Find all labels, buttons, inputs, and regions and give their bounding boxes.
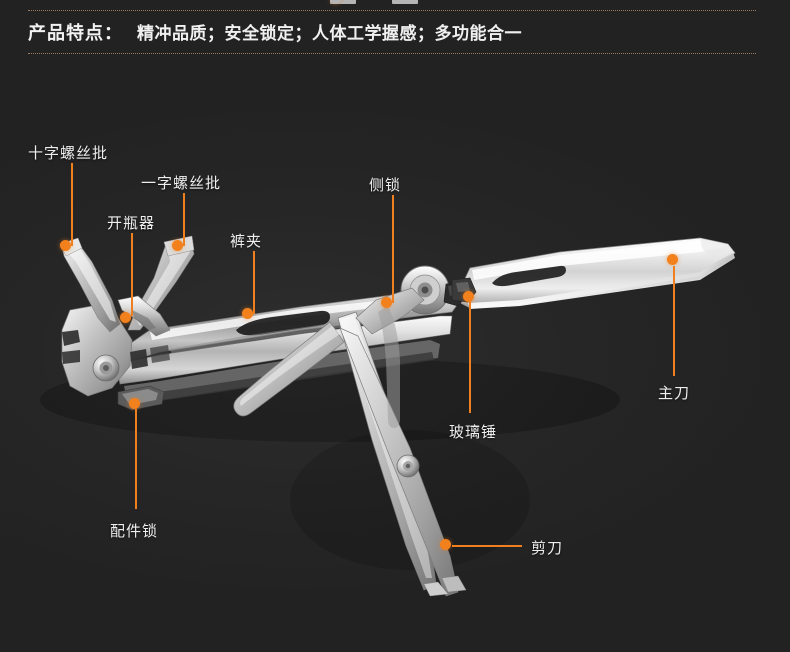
feature-banner-title: 产品特点：: [28, 23, 123, 43]
callout-label-side-lock: 侧锁: [369, 177, 402, 194]
callout-label-phillips-screwdriver: 十字螺丝批: [28, 145, 109, 162]
cut-icon-bar-2: [392, 0, 418, 4]
callout-dot-main-blade: [667, 254, 678, 265]
leader-line-belt-clip: [253, 251, 255, 314]
callout-dot-glass-breaker: [463, 291, 474, 302]
scissors-graphic: [233, 287, 467, 597]
flathead-screwdriver-graphic: [127, 235, 195, 331]
callout-dot-belt-clip: [242, 308, 253, 319]
cut-icon-circle: [330, 0, 341, 4]
callout-label-flathead-screwdriver: 一字螺丝批: [141, 175, 222, 192]
callout-label-accessory-lock: 配件锁: [110, 523, 159, 540]
callout-label-scissors: 剪刀: [531, 540, 564, 557]
side-lock-graphic: [400, 265, 467, 315]
leader-line-bottle-opener: [131, 233, 133, 316]
cut-off-header-icons: [330, 0, 530, 4]
callout-dot-phillips-screwdriver: [60, 240, 71, 251]
phillips-screwdriver-graphic: [59, 237, 121, 333]
plier-head-graphic: [61, 305, 170, 397]
callout-label-bottle-opener: 开瓶器: [107, 215, 156, 232]
leader-line-phillips-screwdriver: [71, 163, 73, 246]
leader-line-glass-breaker: [469, 300, 471, 413]
cut-icon-bar-1: [330, 0, 356, 4]
accessory-lock-graphic: [117, 385, 165, 411]
leader-line-accessory-lock: [135, 409, 137, 509]
main-blade-graphic: [454, 237, 736, 309]
callout-label-glass-breaker: 玻璃锤: [449, 424, 498, 441]
callout-dot-accessory-lock: [129, 398, 140, 409]
feature-banner: 产品特点： 精冲品质；安全锁定；人体工学握感；多功能合一: [28, 10, 756, 54]
leader-line-main-blade: [673, 266, 675, 376]
callout-dot-scissors: [440, 539, 451, 550]
callout-label-main-blade: 主刀: [658, 385, 691, 402]
leader-line-side-lock: [392, 195, 394, 303]
callout-dot-side-lock: [381, 297, 392, 308]
feature-banner-text: 精冲品质；安全锁定；人体工学握感；多功能合一: [137, 24, 522, 43]
leader-line-scissors: [452, 545, 522, 547]
callout-dot-flathead-screwdriver: [172, 240, 183, 251]
callout-dot-bottle-opener: [120, 312, 131, 323]
callout-label-belt-clip: 裤夹: [230, 233, 263, 250]
leader-line-flathead-screwdriver: [183, 193, 185, 246]
handle-body-graphic: [115, 290, 461, 405]
